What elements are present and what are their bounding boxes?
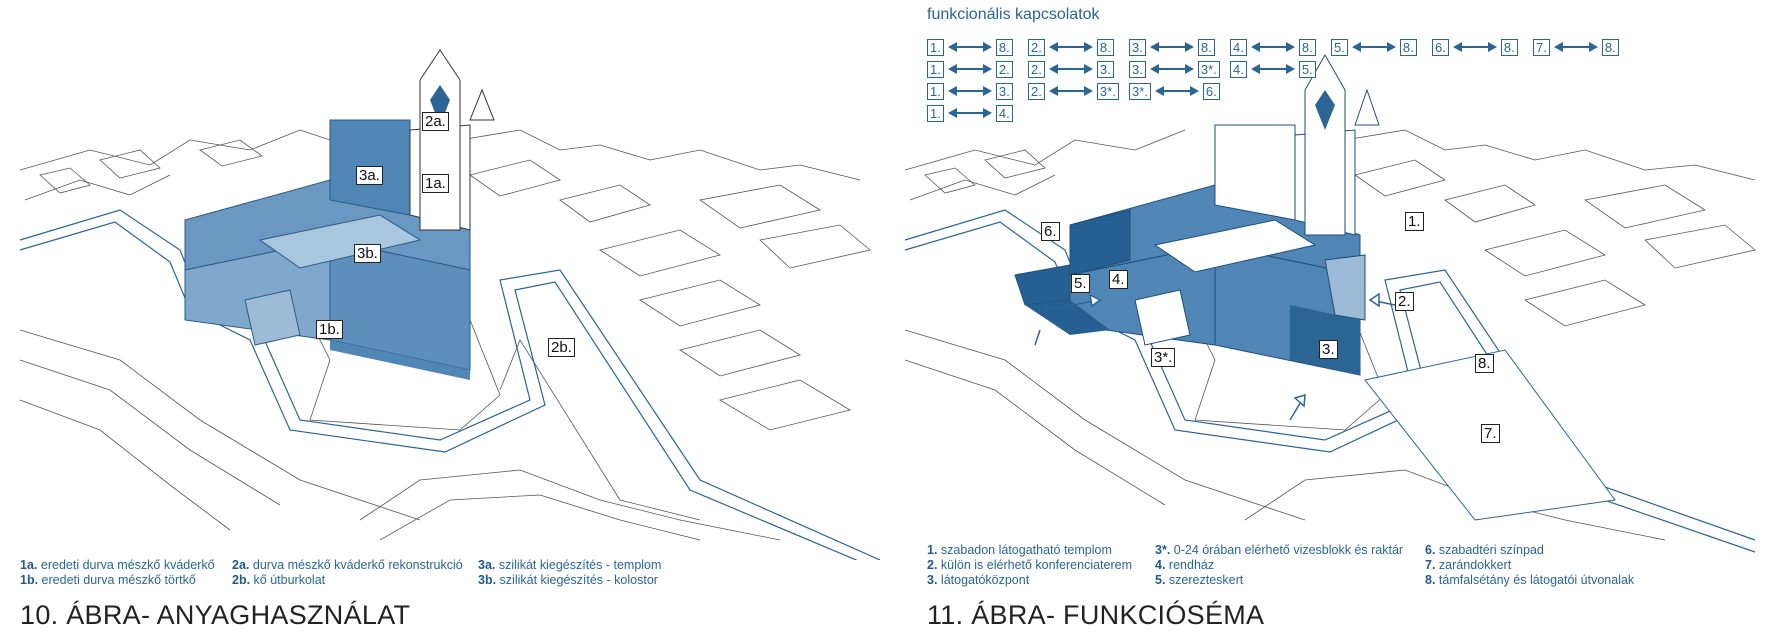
connection-to: 3. xyxy=(1097,61,1114,78)
connection-from: 3. xyxy=(1129,61,1146,78)
legend-col-2: 3*. 0-24 órában elérhető vizesblokk és r… xyxy=(1155,543,1403,588)
legend-col-2: 2a. durva mészkő kváderkő rekonstrukció … xyxy=(232,558,463,588)
double-arrow-icon xyxy=(948,64,992,74)
connection-pair: 4. 5. xyxy=(1230,60,1316,78)
double-arrow-icon xyxy=(1251,64,1295,74)
tag-1: 1. xyxy=(1405,212,1424,231)
double-arrow-icon xyxy=(1554,42,1598,52)
tag-3a: 3a. xyxy=(356,166,383,185)
tag-8: 8. xyxy=(1475,354,1494,373)
connection-from: 2. xyxy=(1028,39,1045,56)
connection-from: 1. xyxy=(927,105,944,122)
tag-5: 5. xyxy=(1071,274,1090,293)
double-arrow-icon xyxy=(1150,64,1194,74)
tag-2a: 2a. xyxy=(422,112,449,131)
double-arrow-icon xyxy=(1453,42,1497,52)
connection-to: 2. xyxy=(996,61,1013,78)
double-arrow-icon xyxy=(1049,42,1093,52)
tag-4: 4. xyxy=(1109,270,1128,289)
legend-col-1: 1. szabadon látogatható templom 2. külön… xyxy=(927,543,1132,588)
connection-from: 2. xyxy=(1028,61,1045,78)
connection-from: 1. xyxy=(927,39,944,56)
connection-to: 6. xyxy=(1203,83,1220,100)
connection-pair: 1. 4. xyxy=(927,104,1013,122)
site-axonometric-drawing xyxy=(0,0,880,560)
connection-pair: 1. 8. xyxy=(927,38,1013,56)
connections-title: funkcionális kapcsolatok xyxy=(927,6,1100,24)
connection-from: 3. xyxy=(1129,39,1146,56)
connection-to: 8. xyxy=(1501,39,1518,56)
connection-pair: 3*. 6. xyxy=(1129,82,1220,100)
connection-pair: 2. 3*. xyxy=(1028,82,1119,100)
tag-2b: 2b. xyxy=(548,338,575,357)
tag-1a: 1a. xyxy=(422,174,449,193)
connection-to: 3. xyxy=(996,83,1013,100)
double-arrow-icon xyxy=(1049,64,1093,74)
connection-to: 8. xyxy=(1299,39,1316,56)
connection-pair: 5. 8. xyxy=(1331,38,1417,56)
double-arrow-icon xyxy=(948,108,992,118)
double-arrow-icon xyxy=(948,86,992,96)
connection-to: 5. xyxy=(1299,61,1316,78)
tag-3: 3. xyxy=(1319,340,1338,359)
connection-to: 8. xyxy=(1602,39,1619,56)
connection-from: 4. xyxy=(1230,39,1247,56)
connection-to: 8. xyxy=(1400,39,1417,56)
connection-pair: 7. 8. xyxy=(1533,38,1619,56)
tag-6: 6. xyxy=(1041,222,1060,241)
connection-row: 1. 8. 2. 8. 3. 8. 4. 8. 5. 8. 6. 8. 7. 8. xyxy=(927,38,1707,56)
material-usage-figure: 2a. 3a. 1a. 3b. 1b. 2b. 1a. eredeti durv… xyxy=(0,0,880,643)
connection-to: 3*. xyxy=(1097,83,1119,100)
connection-from: 6. xyxy=(1432,39,1449,56)
connection-to: 4. xyxy=(996,105,1013,122)
connection-pair: 4. 8. xyxy=(1230,38,1316,56)
connection-to: 8. xyxy=(1097,39,1114,56)
tag-3b: 3b. xyxy=(354,244,381,263)
tag-3-star: 3*. xyxy=(1151,348,1175,367)
connection-pair: 1. 2. xyxy=(927,60,1013,78)
legend-col-3: 3a. szilikát kiegészítés - templom 3b. s… xyxy=(478,558,661,588)
tag-7: 7. xyxy=(1481,424,1500,443)
connection-row: 1. 3. 2. 3*. 3*. 6. xyxy=(927,82,1707,100)
legend-col-3: 6. szabadtéri színpad 7. zarándokkert 8.… xyxy=(1425,543,1634,588)
double-arrow-icon xyxy=(948,42,992,52)
double-arrow-icon xyxy=(1150,42,1194,52)
double-arrow-icon xyxy=(1155,86,1199,96)
connection-row: 1. 4. xyxy=(927,104,1707,122)
figure-caption: 11. ÁBRA- FUNKCIÓSÉMA xyxy=(927,600,1264,631)
figure-caption: 10. ÁBRA- ANYAGHASZNÁLAT xyxy=(20,600,410,631)
legend-col-1: 1a. eredeti durva mészkő kváderkő 1b. er… xyxy=(20,558,215,588)
double-arrow-icon xyxy=(1049,86,1093,96)
connection-to: 8. xyxy=(1198,39,1215,56)
connection-to: 8. xyxy=(996,39,1013,56)
connection-from: 3*. xyxy=(1129,83,1151,100)
tag-2: 2. xyxy=(1395,292,1414,311)
function-scheme-figure: funkcionális kapcsolatok 1. 8. 2. 8. 3. 8. 4. 8… xyxy=(895,0,1765,643)
connection-from: 2. xyxy=(1028,83,1045,100)
connection-from: 1. xyxy=(927,61,944,78)
connection-from: 1. xyxy=(927,83,944,100)
connection-from: 5. xyxy=(1331,39,1348,56)
connection-pair: 6. 8. xyxy=(1432,38,1518,56)
tag-1b: 1b. xyxy=(316,320,343,339)
monastery-building xyxy=(1015,55,1379,375)
connection-pair: 1. 3. xyxy=(927,82,1013,100)
connection-from: 4. xyxy=(1230,61,1247,78)
connection-row: 1. 2. 2. 3. 3. 3*. 4. 5. xyxy=(927,60,1707,78)
connection-pair: 2. 3. xyxy=(1028,60,1114,78)
double-arrow-icon xyxy=(1251,42,1295,52)
connection-pair: 3. 8. xyxy=(1129,38,1215,56)
connection-from: 7. xyxy=(1533,39,1550,56)
double-arrow-icon xyxy=(1352,42,1396,52)
connection-pair: 3. 3*. xyxy=(1129,60,1220,78)
connection-to: 3*. xyxy=(1198,61,1220,78)
connection-pair: 2. 8. xyxy=(1028,38,1114,56)
